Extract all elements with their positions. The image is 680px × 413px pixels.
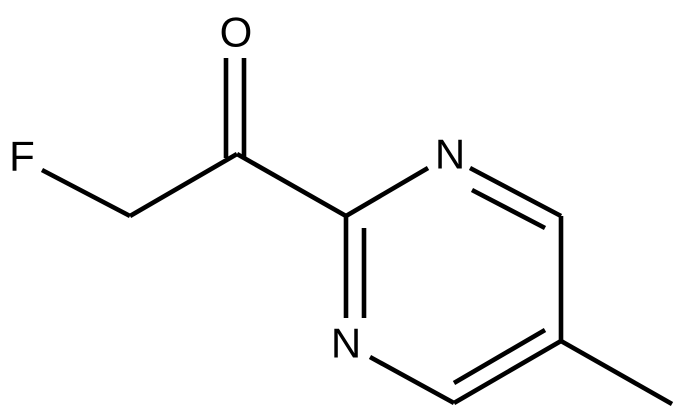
bond-methyl [559,338,674,407]
bond-c5-c4-inner [452,328,547,385]
atom-nitrogen-bottom: N [331,320,361,367]
bond-c5-c4 [452,339,563,405]
bond-n1-c6-inner [470,187,547,231]
atom-fluorine: F [9,133,35,180]
bond-f-ch2 [40,167,132,219]
bond-carbonyl-ring [235,152,348,218]
bond-n1-c6 [468,165,563,219]
bond-ch2-carbonyl [128,152,239,218]
atom-oxygen: O [220,9,253,56]
atom-nitrogen-top: N [435,131,465,178]
bond-c2-n1 [344,166,430,218]
bond-c4-n3 [368,354,456,406]
